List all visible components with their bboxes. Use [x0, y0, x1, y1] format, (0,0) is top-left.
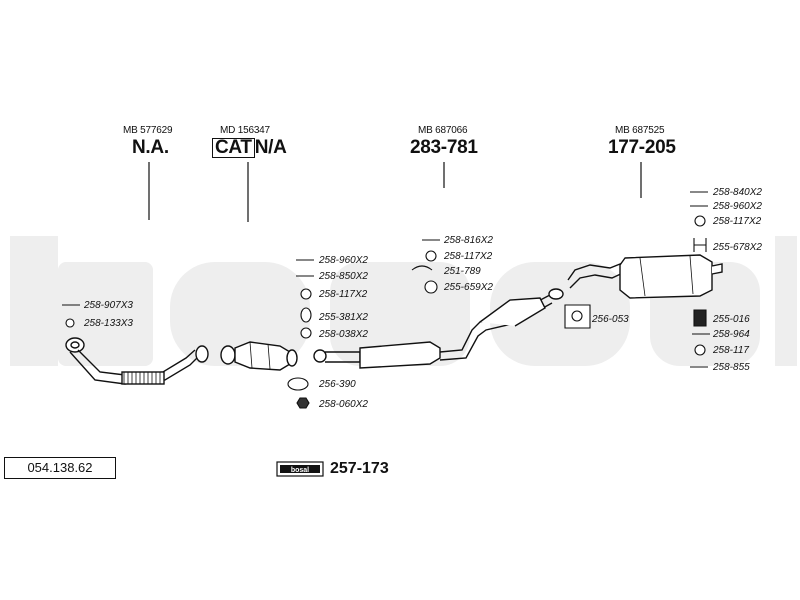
bosal-logo-text: bosal [291, 467, 309, 474]
part-label: 255-381X2 [319, 312, 368, 323]
section-2-reference: MD 156347 [220, 125, 270, 136]
part-label: 258-117 [713, 345, 749, 356]
part-label: 258-840X2 [713, 187, 762, 198]
section-2-code: N/A [254, 137, 287, 158]
part-label: 251-789 [444, 266, 481, 277]
part-label: 255-016 [713, 314, 750, 325]
part-label: 258-907X3 [84, 300, 133, 311]
part-label: 258-960X2 [713, 201, 762, 212]
middle-silencer [313, 288, 564, 369]
section-4-reference: MB 687525 [615, 125, 665, 136]
diagram-number: 054.138.62 [4, 457, 116, 479]
part-label: 255-659X2 [444, 282, 493, 293]
section-3-reference: MB 687066 [418, 125, 468, 136]
front-pipe [65, 337, 209, 385]
set-number: 257-173 [330, 460, 389, 477]
part-label: 258-038X2 [319, 329, 368, 340]
section-1-reference: MB 577629 [123, 125, 173, 136]
part-label: 256-053 [592, 314, 629, 325]
section-1-code: N.A. [132, 137, 169, 158]
cat-badge: CAT [212, 138, 255, 158]
rear-muffler [567, 254, 723, 299]
part-label: 256-390 [319, 379, 356, 390]
part-label: 258-117X2 [444, 251, 493, 262]
part-label: 258-816X2 [444, 235, 493, 246]
hardware-icons [62, 191, 710, 409]
part-label: 255-678X2 [713, 242, 762, 253]
bosal-logo: bosal [276, 461, 324, 477]
section-4-code: 177-205 [608, 137, 676, 158]
part-label: 258-960X2 [319, 255, 368, 266]
part-label: 258-133X3 [84, 318, 133, 329]
part-label: 258-117X2 [713, 216, 762, 227]
part-label: 258-117X2 [319, 289, 368, 300]
catalytic-converter [220, 341, 298, 371]
part-label: 258-964 [713, 329, 750, 340]
part-label: 258-850X2 [319, 271, 368, 282]
section-3-code: 283-781 [410, 137, 478, 158]
part-label: 258-060X2 [319, 399, 368, 410]
part-label: 258-855 [713, 362, 750, 373]
